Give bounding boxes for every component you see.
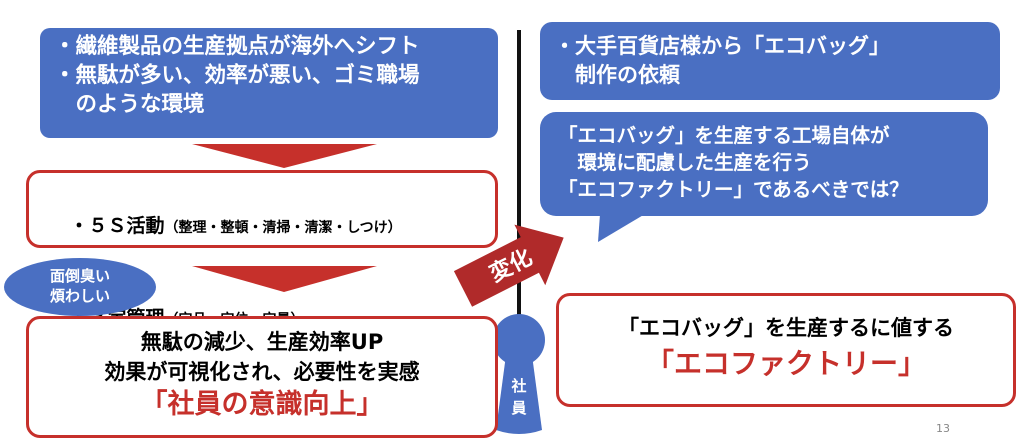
left-top-line-2: ・無駄が多い、効率が悪い、ゴミ職場 (54, 63, 420, 88)
bottom-left-line-1: 無駄の減少、生産効率UP (140, 330, 384, 354)
employee-label-1: 社 (511, 377, 527, 395)
change-arrow-shape (453, 224, 564, 307)
middle-line-1: ・５Ｓ活動（整理・整頓・清掃・清潔・しつけ） (43, 181, 495, 273)
five-s-note: （整理・整頓・清掃・清潔・しつけ） (164, 220, 402, 236)
five-s-label: ・５Ｓ活動 (69, 215, 165, 237)
left-top-line-1: ・繊維製品の生産拠点が海外へシフト (54, 34, 420, 59)
bottom-left-line-2: 効果が可視化され、必要性を実感 (104, 360, 420, 384)
ellipse-line-1: 面倒臭い (49, 267, 110, 285)
down-arrow-2 (192, 266, 377, 292)
speech-bubble: 「エコバッグ」を生産する工場自体が 環境に配慮した生産を行う 「エコファクトリー… (540, 112, 988, 216)
left-top-box: ・繊維製品の生産拠点が海外へシフト ・無駄が多い、効率が悪い、ゴミ職場 のような… (40, 28, 498, 138)
right-result-line-1: 「エコバッグ」を生産するに値する (618, 316, 954, 340)
middle-box: ・５Ｓ活動（整理・整頓・清掃・清潔・しつけ） ・３定管理（定品、定位、定量） (26, 170, 498, 329)
ellipse-note: 面倒臭い 煩わしい (4, 258, 156, 316)
employee-label-2: 員 (511, 399, 527, 417)
right-top-box: ・大手百貨店様から「エコバッグ」 制作の依頼 (540, 22, 1000, 100)
left-top-line-3: のような環境 (54, 92, 205, 117)
ellipse-line-2: 煩わしい (49, 287, 110, 305)
down-arrow-1 (192, 144, 377, 168)
right-top-line-2: 制作の依頼 (554, 63, 680, 87)
employee-figure-shape (493, 314, 545, 434)
bottom-left-highlight: 「社員の意識向上」 (140, 389, 384, 420)
right-result-highlight: 「エコファクトリー」 (645, 347, 926, 380)
bubble-line-3: 「エコファクトリー」であるべきでは？ (558, 178, 909, 201)
bubble-line-2: 環境に配慮した生産を行う (558, 151, 812, 174)
bottom-left-box: 無駄の減少、生産効率UP 効果が可視化され、必要性を実感 「社員の意識向上」 (26, 316, 498, 438)
bubble-line-1: 「エコバッグ」を生産する工場自体が (558, 124, 890, 147)
page-number: 13 (936, 422, 950, 435)
right-top-line-1: ・大手百貨店様から「エコバッグ」 (554, 34, 890, 58)
right-result-box: 「エコバッグ」を生産するに値する 「エコファクトリー」 (556, 293, 1016, 407)
speech-bubble-tail (598, 214, 645, 242)
